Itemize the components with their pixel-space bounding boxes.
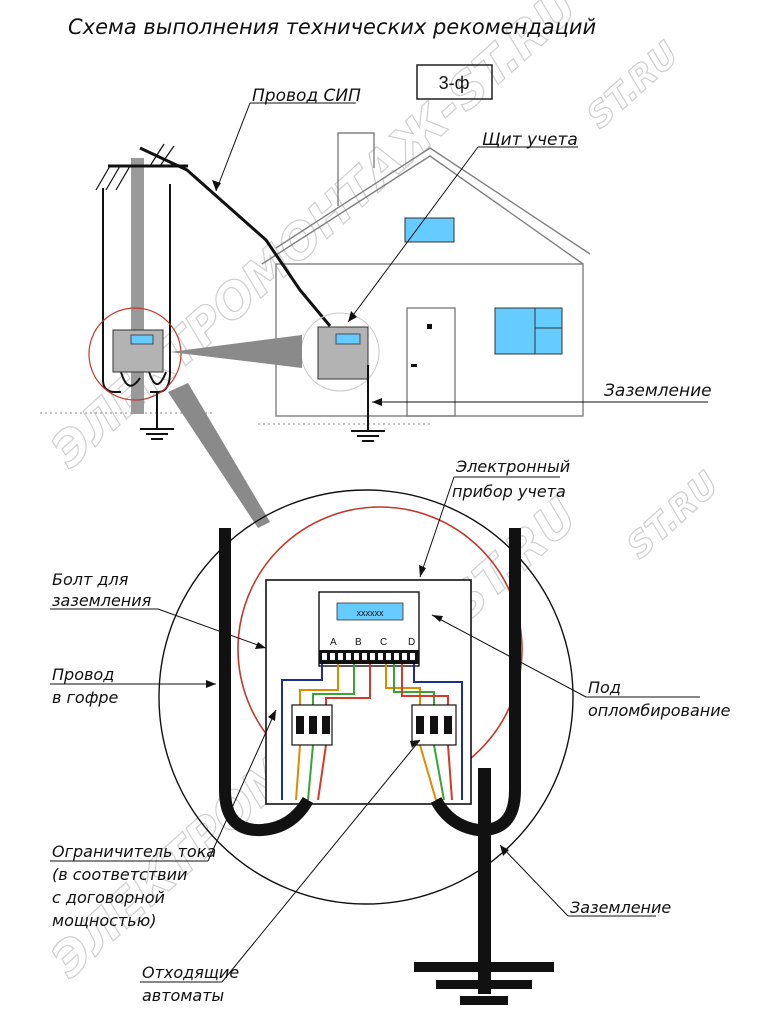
phase-label-a: A [330, 637, 337, 648]
label-electronic-meter-1: Электронный [455, 457, 570, 476]
label-bolt-1: Болт для [52, 570, 129, 589]
phase-label-c: C [380, 637, 387, 648]
watermark-main: ЭЛЕКТРОМОНТАЖ-ST.RU [41, 0, 589, 479]
current-limiter-breakers [291, 704, 333, 746]
outgoing-breakers [411, 704, 457, 746]
label-bolt-2: заземления [52, 591, 152, 610]
pole-highlight-circle [88, 307, 182, 401]
zoom-beam-pole-house [170, 335, 302, 368]
attic-window [404, 217, 455, 243]
label-sip-wire: Провод СИП [252, 86, 361, 106]
watermark-right: ST.RU [619, 464, 726, 566]
label-limiter-4: мощностью) [52, 911, 156, 930]
label-limiter-3: с договорной [52, 888, 165, 907]
internal-wiring [281, 664, 463, 801]
label-seal-2: опломбирование [588, 701, 731, 720]
label-grounding-bottom: Заземление [570, 898, 671, 917]
label-meter-panel: Щит учета [482, 130, 578, 150]
phase-box-label: 3-ф [439, 73, 470, 93]
phase-label-d: D [408, 637, 415, 648]
label-breakers-1: Отходящие [142, 963, 239, 982]
page-title: Схема выполнения технических рекомендаци… [68, 15, 596, 39]
leader-lines [50, 476, 700, 983]
house-details [404, 217, 563, 367]
label-electronic-meter-2: прибор учета [452, 482, 566, 501]
watermark-top: ST.RU [579, 34, 686, 136]
label-seal-1: Под [588, 678, 621, 697]
corrugated-cable-left [219, 528, 314, 837]
zoom-beam-pole-detail [168, 383, 270, 528]
sip-wire [139, 146, 332, 327]
house-window [494, 307, 563, 355]
main-grounding-symbol [414, 768, 554, 1005]
pole-grounding-symbol [140, 392, 174, 440]
leader-arrowheads [206, 565, 509, 856]
label-wire-1: Провод [52, 665, 114, 684]
label-wire-2: в гофре [52, 688, 119, 707]
house-meter-box [317, 326, 369, 380]
phase-label-b: B [355, 637, 362, 648]
pole-meter-box [112, 329, 164, 373]
electronic-meter: xxxxxx A B C D [318, 591, 420, 667]
phase-box: 3-ф [416, 64, 493, 100]
meter-display-text: xxxxxx [357, 608, 385, 618]
label-limiter-1: Ограничитель тока [52, 842, 216, 861]
label-breakers-2: автоматы [142, 986, 224, 1005]
label-limiter-2: (в соответствии [52, 865, 187, 884]
detail-circle [158, 489, 574, 905]
house-grounding-symbol [351, 365, 385, 442]
label-grounding-top: Заземление [604, 381, 712, 401]
